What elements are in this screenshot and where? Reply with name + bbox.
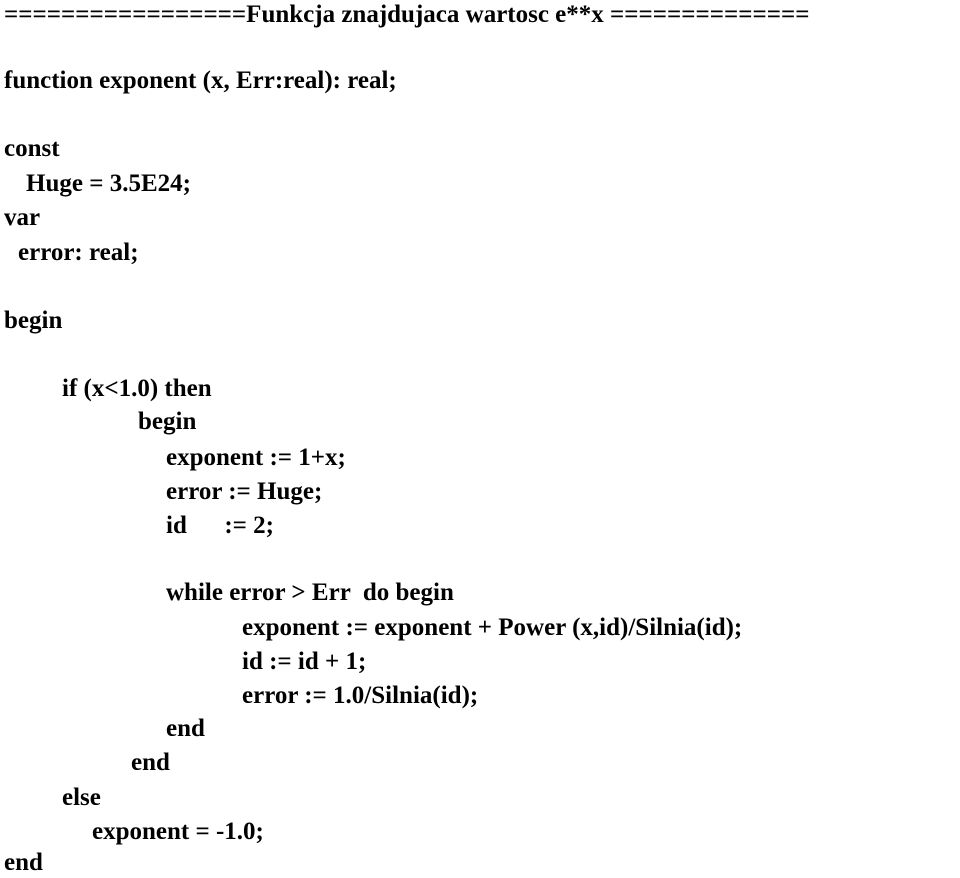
var-declaration: error: real; [18, 239, 139, 266]
else-keyword: else [62, 784, 101, 811]
else-assignment: exponent = -1.0; [92, 818, 264, 845]
assign-error: error := Huge; [166, 478, 323, 505]
const-declaration: Huge = 3.5E24; [26, 170, 191, 197]
assign-exponent: exponent := 1+x; [166, 444, 346, 471]
if-statement: if (x<1.0) then [62, 375, 212, 402]
loop-exponent-update: exponent := exponent + Power (x,id)/Siln… [242, 614, 743, 641]
inner-begin: begin [138, 408, 197, 435]
if-block-end: end [131, 749, 170, 776]
const-keyword: const [4, 135, 60, 162]
assign-id: id := 2; [166, 512, 274, 539]
while-end: end [166, 715, 205, 742]
begin-keyword: begin [4, 307, 63, 334]
loop-id-increment: id := id + 1; [242, 648, 367, 675]
header-line: =================Funkcja znajdujaca wart… [4, 1, 810, 28]
loop-error-update: error := 1.0/Silnia(id); [242, 682, 479, 709]
function-signature: function exponent (x, Err:real): real; [4, 67, 397, 94]
function-end: end [4, 849, 43, 876]
while-loop: while error > Err do begin [166, 579, 454, 606]
var-keyword: var [4, 204, 41, 231]
